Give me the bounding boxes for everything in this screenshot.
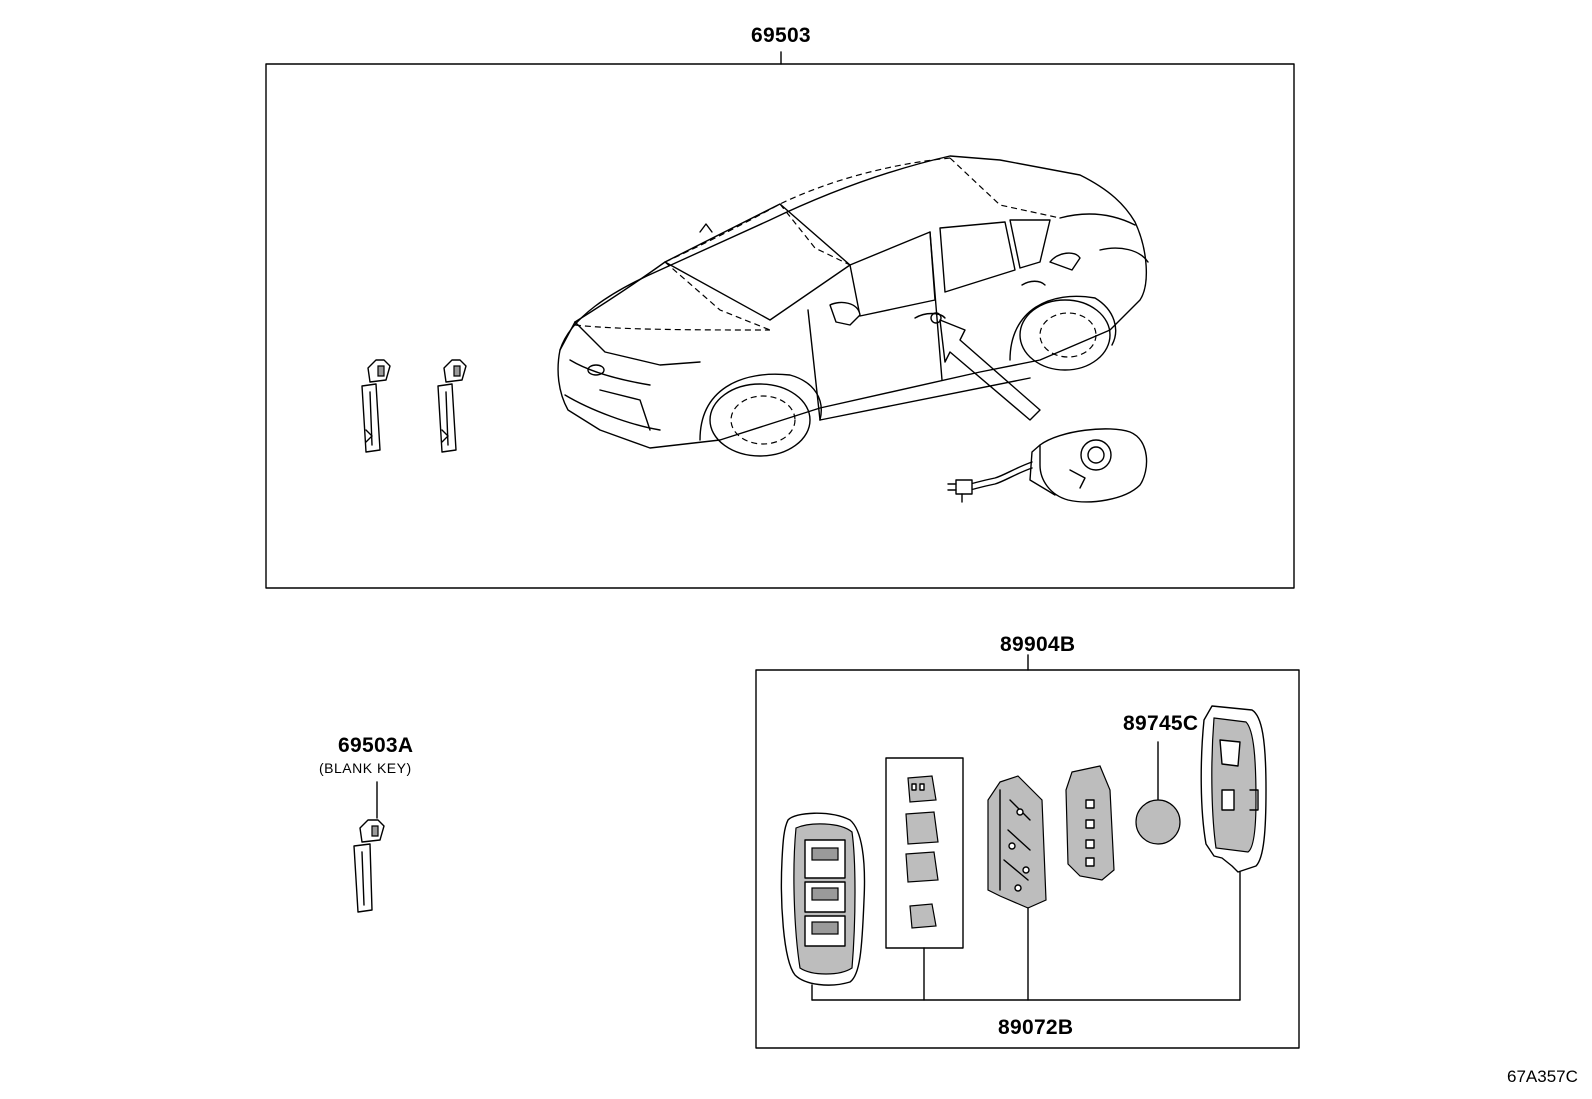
smart-key-case-icon <box>780 812 866 986</box>
remote-kit-group <box>755 654 1300 1049</box>
inner-housing-icon <box>1065 765 1115 881</box>
label-kit-69503: 69503 <box>751 24 811 47</box>
kit-69503-group <box>265 51 1295 589</box>
lock-callout-arrow <box>939 319 1041 421</box>
rear-cover-icon <box>1200 705 1267 1001</box>
label-transmitter-case-part: 89072B <box>998 1016 1074 1039</box>
blank-key-group <box>353 781 385 913</box>
case-bracket <box>811 947 1241 1001</box>
label-battery-part: 89745C <box>1123 712 1199 735</box>
diagram-code: 67A357C <box>1507 1067 1578 1086</box>
circuit-board-icon <box>987 775 1047 1001</box>
key-blade-icon-1 <box>361 359 391 453</box>
label-blank-key-part: 69503A <box>338 734 414 757</box>
key-blade-icon-blank <box>353 819 385 913</box>
door-lock-cylinder-icon <box>947 428 1148 503</box>
key-blade-icon-2 <box>437 359 467 453</box>
kit-69503-frame <box>265 63 1295 589</box>
sedan-illustration-icon <box>557 155 1149 457</box>
coin-battery-icon <box>1135 741 1181 845</box>
button-pad-set-icon <box>885 757 964 949</box>
label-remote-kit: 89904B <box>1000 633 1076 656</box>
label-blank-key-note: (BLANK KEY) <box>319 760 412 776</box>
